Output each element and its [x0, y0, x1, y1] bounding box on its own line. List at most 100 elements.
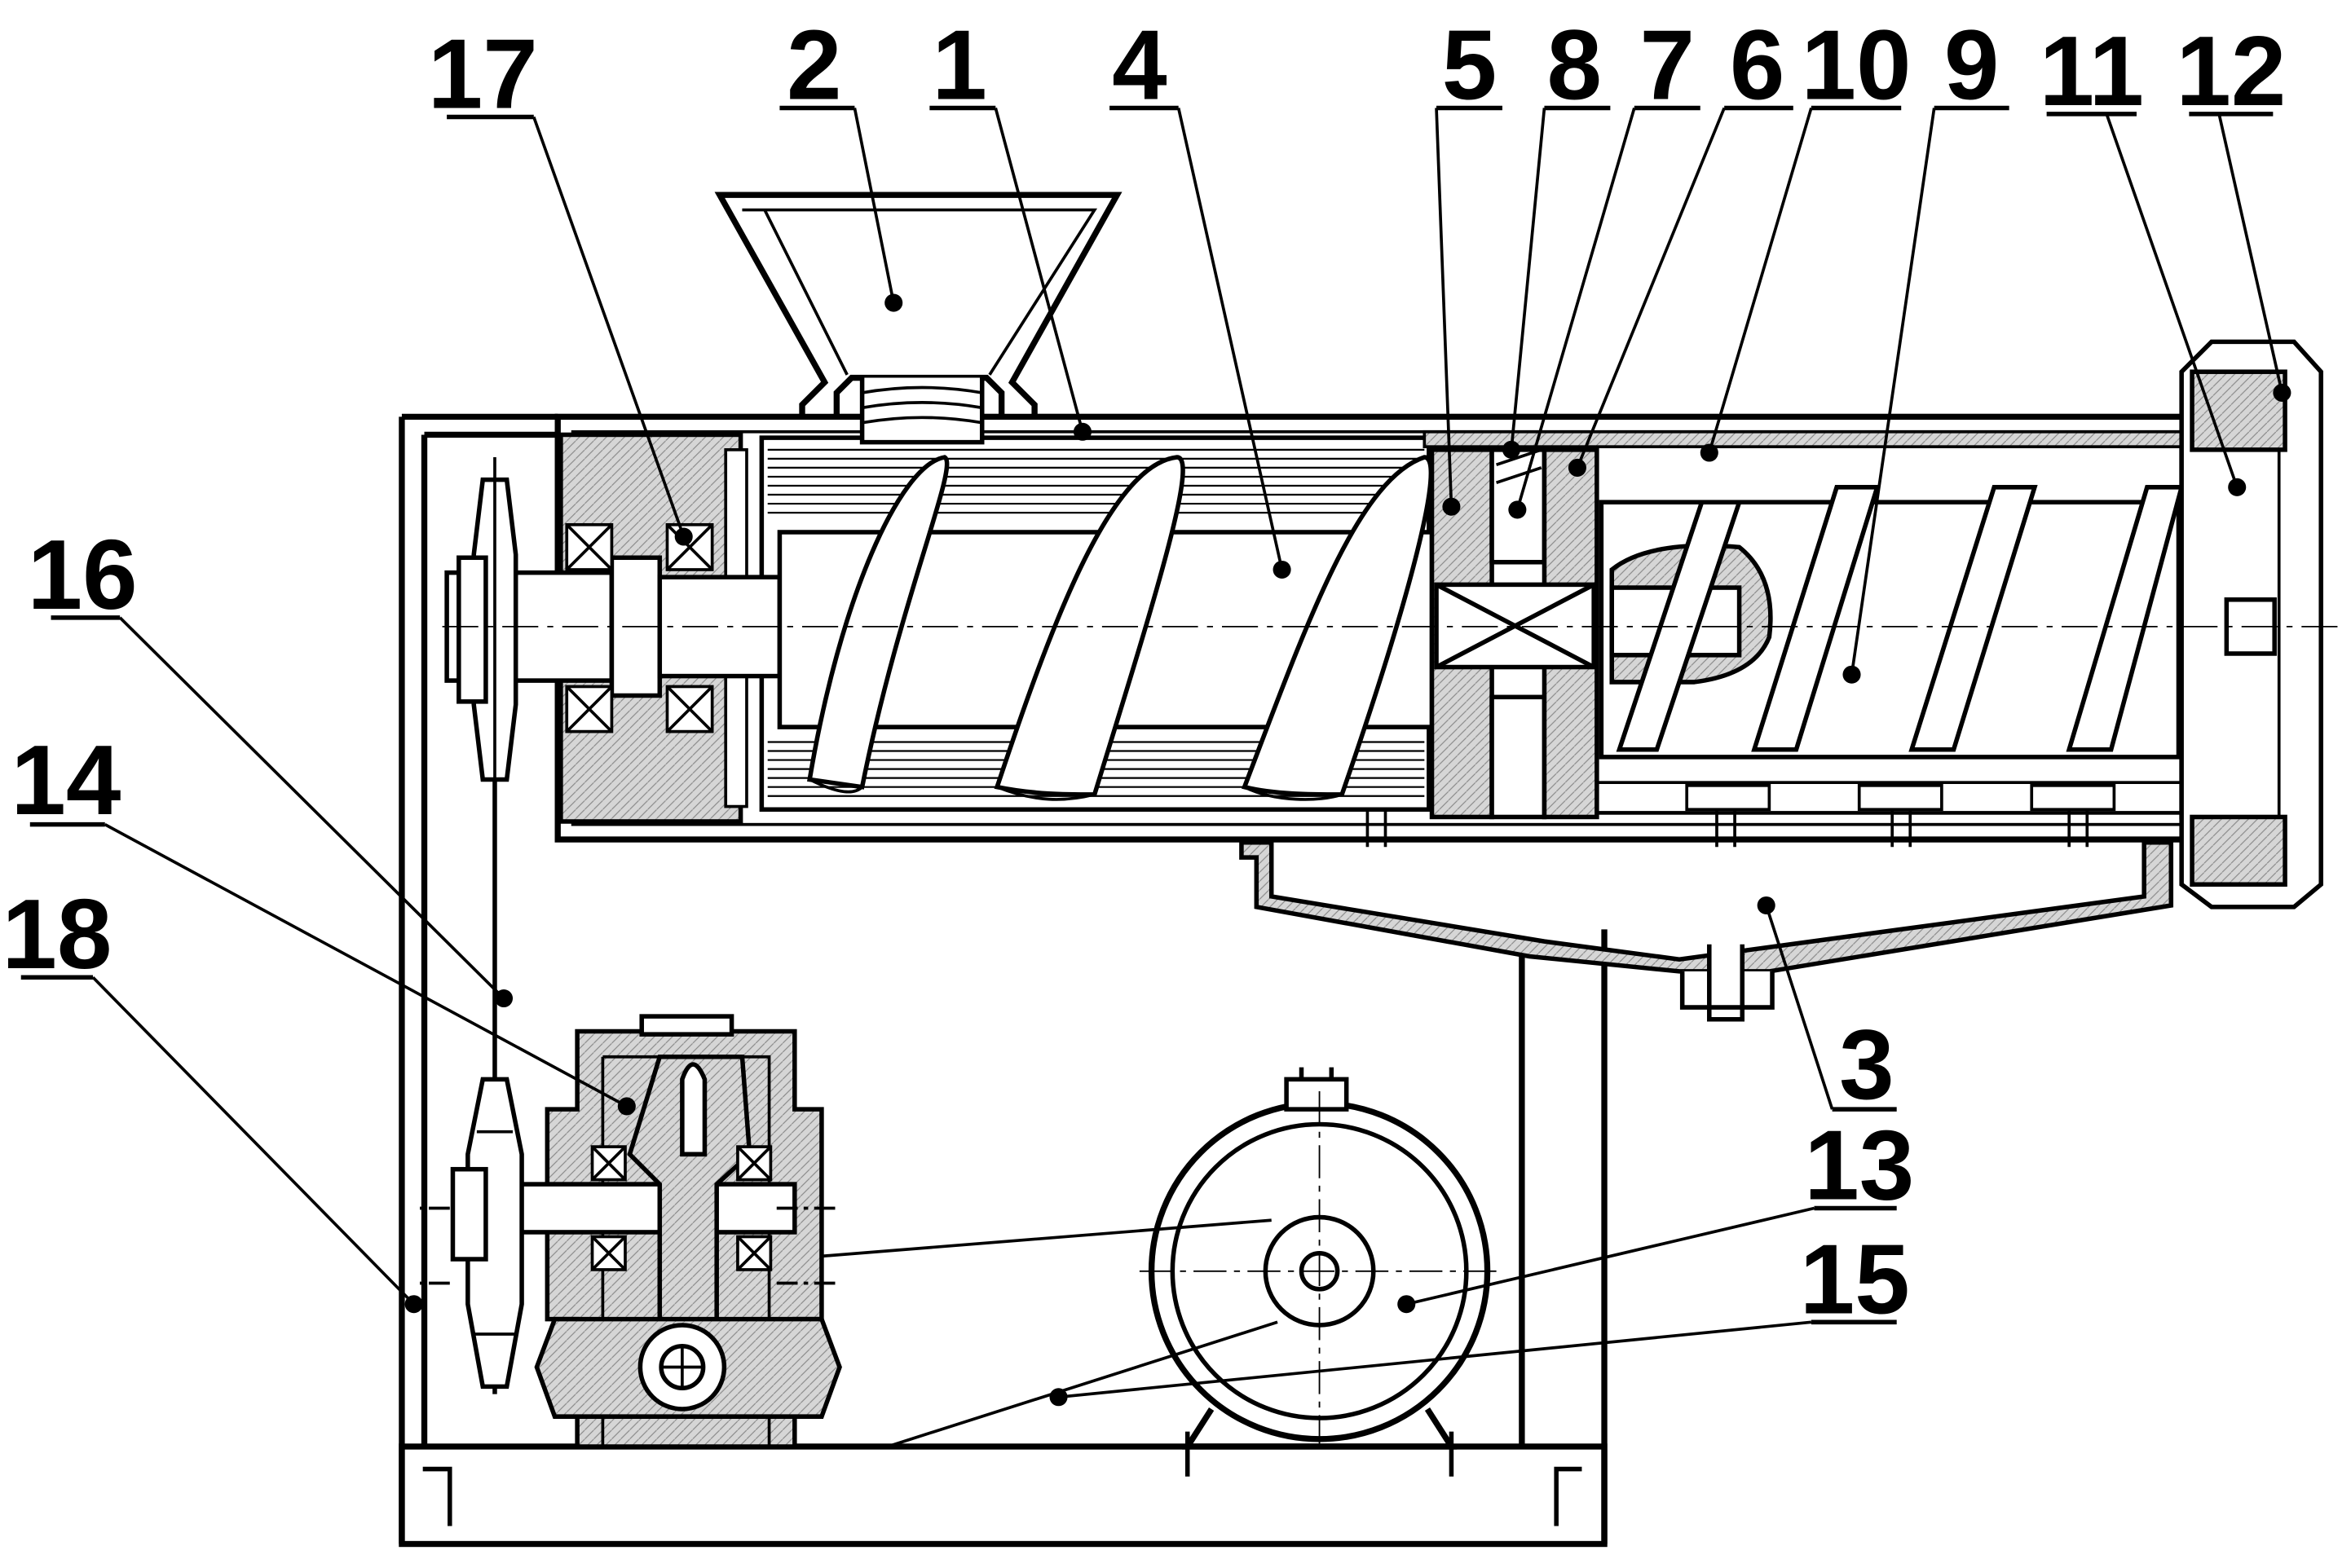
reducer-top-plate	[639, 1014, 734, 1037]
callout-number: 18	[2, 879, 112, 989]
callout-leader-line	[91, 976, 415, 1306]
callout-number: 14	[11, 725, 121, 835]
press-screw-flight-3	[1908, 485, 2038, 752]
cage-slots	[1685, 784, 2116, 812]
callout-9: 9	[1842, 9, 2009, 684]
callout-13: 13	[1397, 1109, 1914, 1314]
press-cage-bar-top	[1423, 429, 2266, 448]
callout-5: 5	[1435, 9, 1502, 516]
hopper-inner	[742, 208, 1098, 376]
callout-number: 16	[28, 519, 138, 630]
callout-10: 10	[1700, 9, 1912, 462]
coupling-block	[1429, 447, 1599, 820]
feed-screw-flight-1	[807, 455, 950, 790]
callout-leader-line	[1850, 108, 1936, 675]
callout-dot	[1568, 458, 1586, 477]
callout-number: 2	[787, 9, 842, 120]
callout-8: 8	[1502, 9, 1611, 459]
callout-number: 10	[1802, 9, 1912, 120]
callout-dot	[1049, 1388, 1068, 1407]
callout-leader-line	[1405, 1206, 1815, 1306]
callout-leader-line	[1764, 905, 1834, 1110]
callout-leader-line	[104, 823, 628, 1108]
lower-sprocket	[450, 1077, 524, 1390]
callout-number: 3	[1839, 1009, 1894, 1120]
callout-11: 11	[2040, 15, 2247, 496]
reducer-bearings	[590, 1145, 773, 1271]
press-screw-flight-2	[1751, 485, 1881, 752]
callout-number: 5	[1442, 9, 1497, 120]
callout-number: 4	[1112, 9, 1167, 120]
callout-15: 15	[1049, 1223, 1910, 1407]
oil-tray	[1239, 839, 2174, 1022]
callout-leader-line	[532, 116, 686, 538]
callout-dot	[1508, 500, 1527, 519]
callout-3: 3	[1757, 896, 1897, 1120]
frame-top-tie	[401, 413, 558, 438]
callout-leader-line	[2217, 113, 2284, 394]
callout-leader-line	[1058, 1320, 1812, 1399]
callout-number: 7	[1640, 9, 1696, 120]
hopper	[714, 192, 1123, 445]
callout-number: 1	[932, 9, 987, 120]
callout-6: 6	[1568, 9, 1793, 477]
callout-12: 12	[2176, 15, 2291, 402]
frame-base-beam	[399, 1443, 1608, 1548]
callout-7: 7	[1508, 9, 1700, 519]
electric-motor	[1139, 1067, 1500, 1477]
callout-number: 12	[2176, 15, 2286, 126]
callout-number: 9	[1944, 9, 2000, 120]
callout-number: 11	[2040, 15, 2144, 126]
seal-ring-lower	[1489, 694, 1547, 820]
hopper-throat	[859, 377, 985, 445]
motor-terminal-box	[1284, 1077, 1349, 1112]
callout-dot	[1397, 1295, 1416, 1314]
callout-number: 15	[1800, 1223, 1910, 1334]
callout-dot	[1073, 422, 1092, 441]
callout-leader-line	[1510, 108, 1546, 451]
callout-dot	[1273, 560, 1291, 579]
frame	[399, 413, 1608, 1548]
callout-dot	[1502, 440, 1521, 459]
hopper-wall	[714, 192, 1123, 421]
callout-dot	[884, 293, 903, 312]
press-screw-flight-1	[1616, 500, 1743, 752]
oil-outlet	[1679, 944, 1775, 1022]
callout-dot	[494, 989, 514, 1008]
callout-number: 8	[1546, 9, 1602, 120]
frame-base-channel	[422, 1466, 1582, 1526]
callout-dot	[1842, 665, 1861, 684]
drive-belt	[420, 1206, 1278, 1448]
callout-dot	[404, 1295, 423, 1314]
callout-leader-line	[2105, 113, 2239, 488]
callout-number: 17	[428, 18, 538, 129]
gear-reducer	[455, 1014, 842, 1449]
upper-sprocket	[457, 457, 518, 810]
callout-17: 17	[428, 18, 693, 546]
callout-dot	[617, 1097, 636, 1116]
press-screw	[1599, 485, 2185, 760]
callout-18: 18	[2, 879, 423, 1314]
feed-screw	[777, 455, 1435, 801]
housing-bolts	[1365, 809, 2089, 848]
callout-dot	[2228, 478, 2247, 496]
callout-leader-line	[118, 616, 505, 1000]
callout-leader-line	[1708, 107, 1813, 454]
callout-leader-line	[1435, 108, 1453, 507]
callout-4: 4	[1109, 9, 1291, 579]
callout-dot	[1700, 443, 1718, 462]
end-cap	[2179, 339, 2323, 910]
callout-dot	[674, 527, 693, 546]
callout-leader-line	[1176, 108, 1284, 570]
callout-2: 2	[779, 9, 903, 312]
callout-14: 14	[11, 725, 636, 1116]
callout-dot	[2273, 383, 2291, 402]
callout-leader-line	[1515, 107, 1636, 510]
callout-16: 16	[28, 519, 514, 1008]
callout-leader-line	[1576, 107, 1726, 469]
callout-number: 6	[1730, 9, 1785, 120]
callout-leader-line	[994, 108, 1084, 433]
